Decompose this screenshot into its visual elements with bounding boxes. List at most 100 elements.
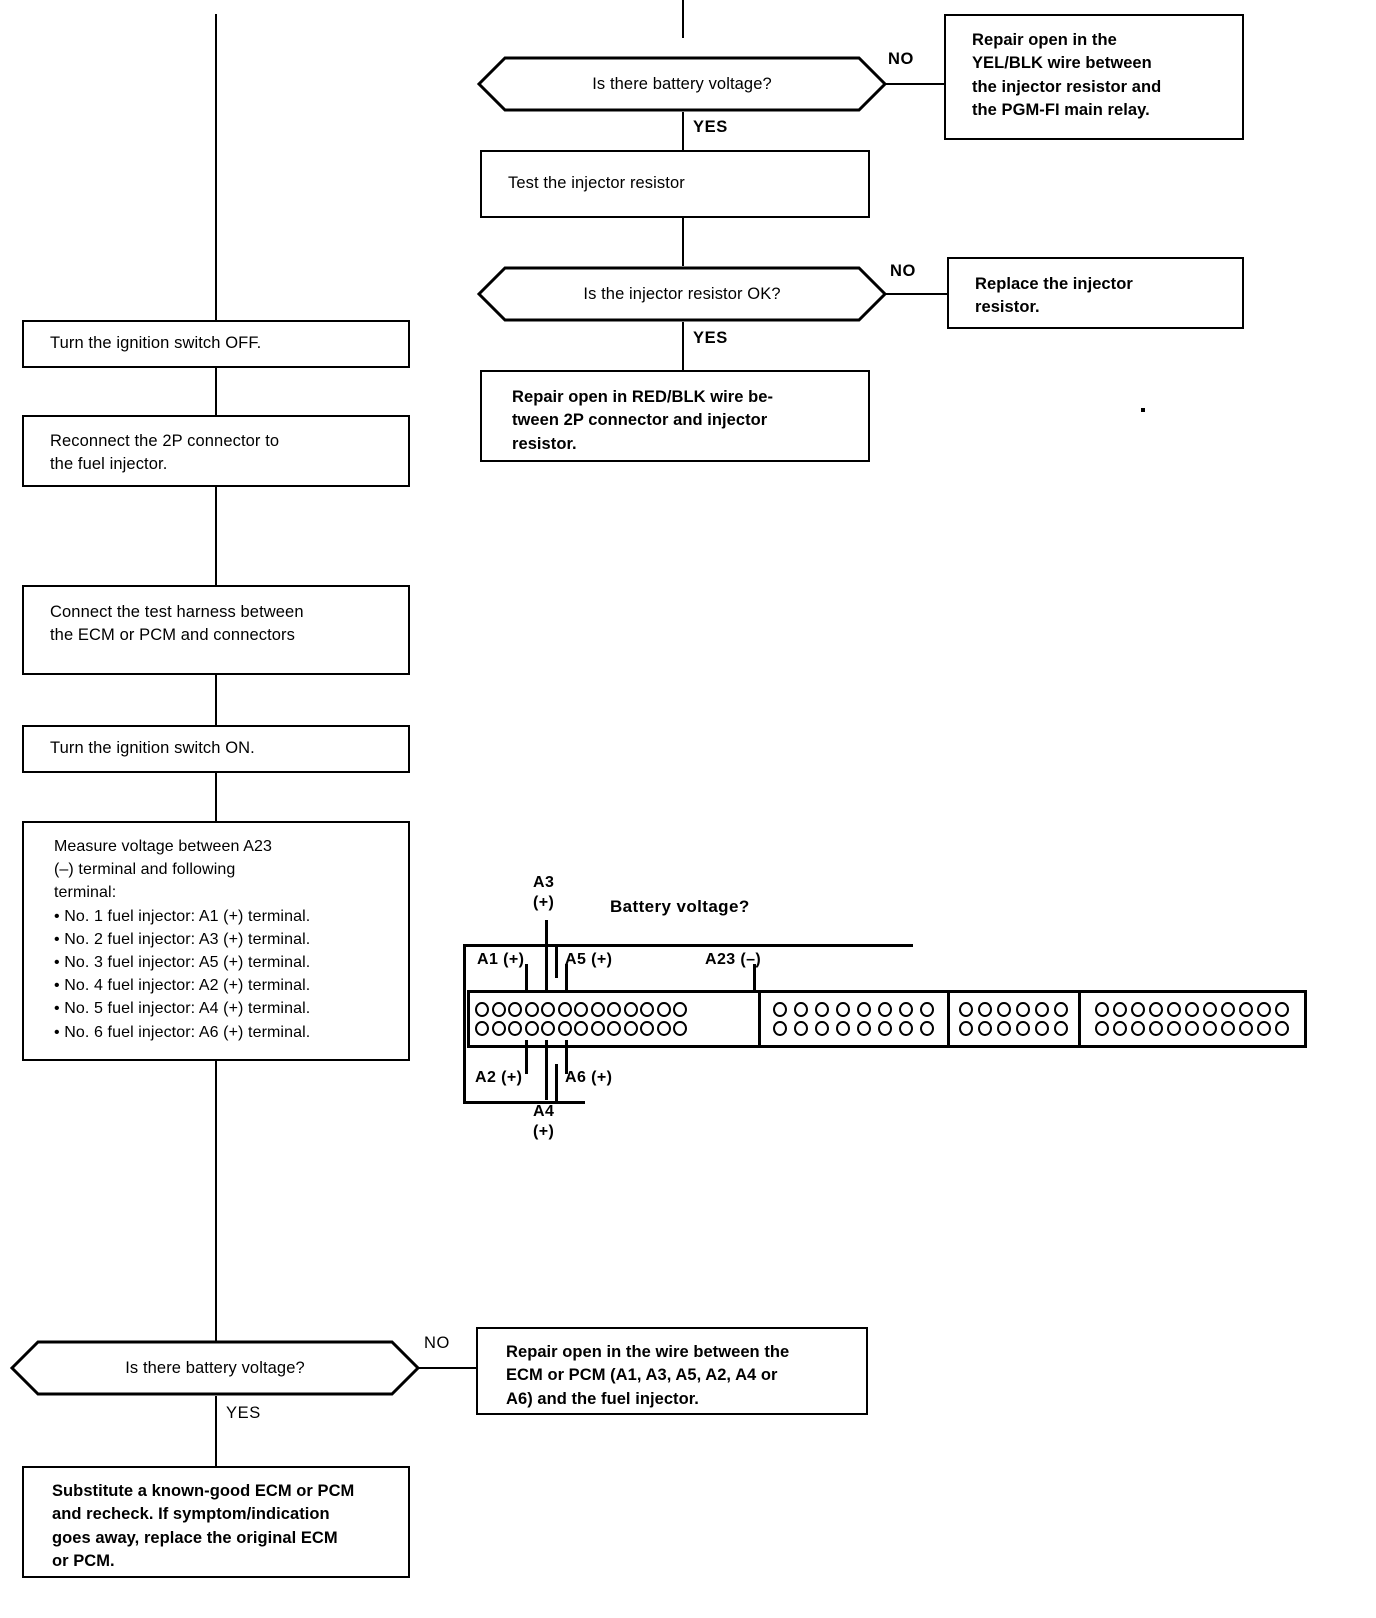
pin-row-c-top bbox=[955, 1002, 1073, 1017]
connector-label-a2: A2 (+) bbox=[475, 1069, 523, 1086]
pin bbox=[1016, 1021, 1031, 1036]
decision-2-label: Is the injector resistor OK? bbox=[583, 284, 781, 303]
pin bbox=[1054, 1002, 1069, 1017]
pin bbox=[815, 1002, 830, 1017]
edge-decision-3-yes bbox=[215, 1396, 217, 1468]
pin bbox=[899, 1002, 914, 1017]
edge-harness-to-ignition-on bbox=[215, 675, 217, 727]
lead-a6-to-pin bbox=[565, 1040, 568, 1074]
connector-title: Battery voltage? bbox=[610, 897, 750, 916]
pin bbox=[1095, 1002, 1110, 1017]
pin bbox=[1257, 1021, 1272, 1036]
lead-a1-to-pin bbox=[525, 964, 528, 996]
edge-decision-1-no bbox=[885, 83, 945, 85]
pin bbox=[857, 1021, 872, 1036]
pin bbox=[491, 1002, 506, 1017]
terminator-repair-yel-blk: Repair open in the YEL/BLK wire between … bbox=[944, 14, 1244, 140]
decision-is-there-battery-voltage-top: Is there battery voltage? bbox=[476, 56, 888, 112]
pin bbox=[959, 1021, 974, 1036]
pin bbox=[1035, 1002, 1050, 1017]
process-6-text: Turn the ignition switch ON. bbox=[50, 739, 255, 758]
pin bbox=[978, 1002, 993, 1017]
pin bbox=[836, 1021, 851, 1036]
connector-label-a6: A6 (+) bbox=[565, 1069, 613, 1086]
connector-label-a5: A5 (+) bbox=[565, 951, 613, 968]
connector-segment-b bbox=[761, 993, 950, 1045]
decision-is-injector-resistor-ok: Is the injector resistor OK? bbox=[476, 266, 888, 322]
pin bbox=[878, 1021, 893, 1036]
edge-spine-top bbox=[215, 14, 217, 322]
process-5-text: Connect the test harness between the ECM… bbox=[50, 603, 304, 645]
pin bbox=[656, 1021, 671, 1036]
pin bbox=[815, 1021, 830, 1036]
pin bbox=[524, 1021, 539, 1036]
pin bbox=[557, 1021, 572, 1036]
pin-row-d-bottom bbox=[1086, 1021, 1299, 1036]
connector-diagram: Battery voltage? A3 (+) A1 (+) A5 (+) A2… bbox=[455, 868, 1315, 1140]
edge-label-no-3: NO bbox=[424, 1334, 450, 1352]
edge-ignition-off-to-reconnect bbox=[215, 368, 217, 417]
process-1-text: Test the injector resistor bbox=[508, 174, 685, 193]
decision-1-label: Is there battery voltage? bbox=[592, 74, 772, 93]
pin bbox=[959, 1002, 974, 1017]
lead-a4-to-pin bbox=[545, 1040, 548, 1100]
pin bbox=[773, 1002, 788, 1017]
connector-label-divider-1 bbox=[555, 944, 558, 978]
pin bbox=[794, 1002, 809, 1017]
connector-segment-a bbox=[470, 993, 761, 1045]
pin bbox=[1203, 1002, 1218, 1017]
process-repair-red-blk: Repair open in RED/BLK wire be- tween 2P… bbox=[480, 370, 870, 462]
terminator-replace-injector-resistor: Replace the injector resistor. bbox=[947, 257, 1244, 329]
pin-row-b-bottom bbox=[766, 1021, 942, 1036]
pin bbox=[475, 1002, 489, 1017]
connector-label-divider-2 bbox=[555, 1064, 558, 1104]
connector-body bbox=[467, 990, 1307, 1048]
lead-a3-to-pin bbox=[545, 920, 548, 996]
pin bbox=[1035, 1021, 1050, 1036]
pin bbox=[920, 1002, 935, 1017]
pin bbox=[1275, 1002, 1290, 1017]
pin bbox=[508, 1002, 522, 1017]
pin bbox=[640, 1021, 654, 1036]
pin bbox=[656, 1002, 671, 1017]
pin-row-a-bottom bbox=[475, 1021, 753, 1036]
pin bbox=[978, 1021, 993, 1036]
edge-label-yes-2: YES bbox=[693, 329, 728, 347]
pin bbox=[1203, 1021, 1218, 1036]
process-substitute-ecm-pcm: Substitute a known-good ECM or PCM and r… bbox=[22, 1466, 410, 1578]
edge-into-decision-1 bbox=[682, 0, 684, 38]
pin bbox=[1275, 1021, 1290, 1036]
pin bbox=[997, 1002, 1012, 1017]
process-9-text: Substitute a known-good ECM or PCM and r… bbox=[52, 1482, 355, 1571]
pin bbox=[574, 1021, 588, 1036]
edge-measure-to-decision-3 bbox=[215, 1061, 217, 1342]
pin bbox=[1095, 1021, 1110, 1036]
pin bbox=[1221, 1021, 1236, 1036]
pin bbox=[607, 1021, 621, 1036]
connector-bracket-top-rail bbox=[463, 944, 913, 947]
decision-is-there-battery-voltage-bottom: Is there battery voltage? bbox=[9, 1340, 421, 1396]
connector-segment-c bbox=[950, 993, 1081, 1045]
process-8-text: Repair open in the wire between the ECM … bbox=[506, 1343, 790, 1408]
pin bbox=[673, 1002, 687, 1017]
process-reconnect-2p-connector: Reconnect the 2P connector to the fuel i… bbox=[22, 415, 410, 487]
connector-label-a1: A1 (+) bbox=[477, 951, 525, 968]
lead-a23-to-pin bbox=[753, 964, 756, 996]
edge-reconnect-to-harness bbox=[215, 487, 217, 587]
pin bbox=[607, 1002, 621, 1017]
pin bbox=[1149, 1021, 1164, 1036]
terminator-2-text: Replace the injector resistor. bbox=[975, 275, 1133, 317]
pin bbox=[1016, 1002, 1031, 1017]
pin-row-d-top bbox=[1086, 1002, 1299, 1017]
pin bbox=[1131, 1021, 1146, 1036]
pin bbox=[590, 1002, 605, 1017]
pin-row-c-bottom bbox=[955, 1021, 1073, 1036]
edge-label-no-1: NO bbox=[888, 50, 914, 68]
pin-row-a-top bbox=[475, 1002, 753, 1017]
pin bbox=[1149, 1002, 1164, 1017]
process-7-text: Measure voltage between A23 (–) terminal… bbox=[54, 838, 311, 1041]
process-measure-voltage: Measure voltage between A23 (–) terminal… bbox=[22, 821, 410, 1061]
pin bbox=[508, 1021, 522, 1036]
pin bbox=[640, 1002, 654, 1017]
